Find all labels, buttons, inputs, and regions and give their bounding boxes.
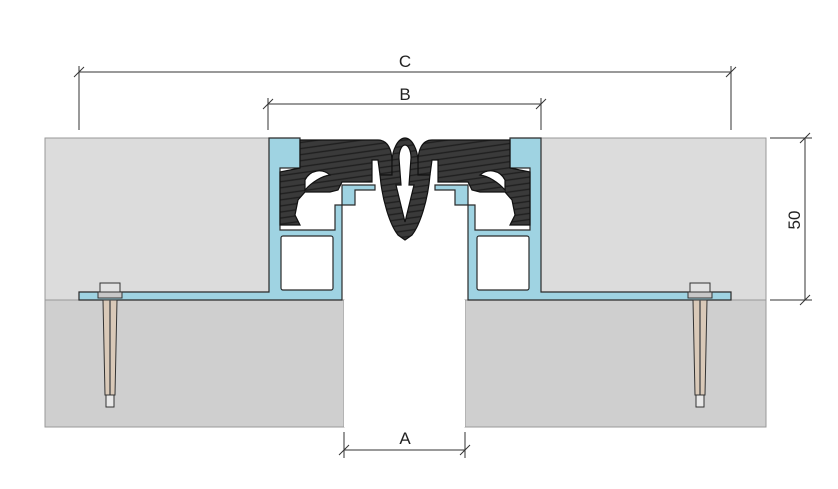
left-anchor-bolt [97, 282, 123, 408]
rubber-seal [279, 137, 531, 241]
dimension-height-label: 50 [785, 211, 804, 230]
dimension-c-label: C [399, 52, 411, 71]
dimension-c [73, 66, 737, 130]
lower-slab-right [464, 299, 767, 428]
right-anchor-bolt [687, 282, 713, 408]
joint-gap [344, 300, 465, 427]
left-aluminium-profile [78, 137, 376, 301]
lower-slab-left [44, 299, 345, 428]
dimension-height [770, 132, 812, 306]
upper-slab-right [540, 137, 767, 301]
right-aluminium-profile [434, 137, 732, 301]
dimension-a [338, 432, 471, 458]
dimension-b [262, 98, 547, 130]
dimension-b-label: B [399, 85, 410, 104]
upper-slab-left [44, 137, 270, 301]
dimension-a-label: A [399, 429, 411, 448]
